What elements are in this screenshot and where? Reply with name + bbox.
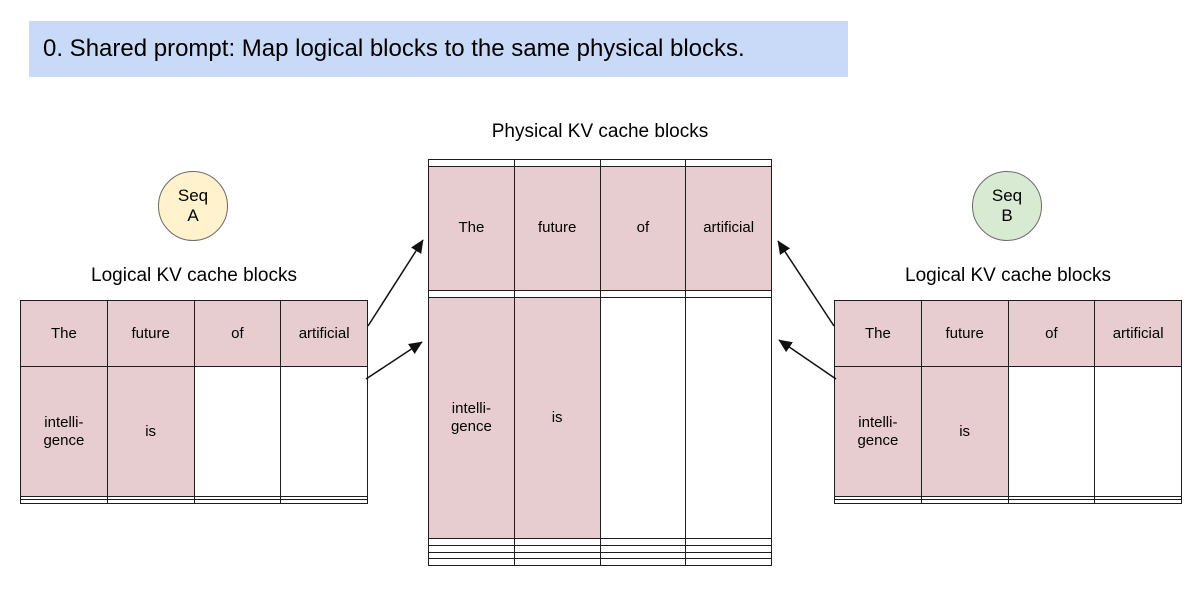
- logical-b-cell-r1-c1: is: [920, 366, 1009, 497]
- logical-b-cell-r1-c0: intelli- gence: [834, 366, 922, 497]
- physical-cell-r0-c0: [428, 159, 515, 167]
- logical-a-cell-r0-c3: artificial: [280, 299, 368, 368]
- physical-cell-r0-c3: [685, 159, 772, 167]
- physical-cell-r7-c2: [599, 558, 687, 566]
- logical-a-cell-r3-c1: [106, 499, 195, 504]
- physical-cell-r2-c3: [685, 289, 772, 298]
- logical-a-cell-r3-c0: [20, 499, 108, 504]
- physical-cell-r6-c0: [428, 551, 515, 560]
- physical-cell-r3-c0: intelli- gence: [428, 296, 515, 540]
- logical-a-cell-r0-c1: future: [106, 299, 195, 368]
- physical-cell-r0-c1: [513, 159, 601, 167]
- physical-cell-r6-c1: [513, 551, 601, 560]
- physical-cell-r6-c2: [599, 551, 687, 560]
- physical-cell-r4-c1: [513, 538, 601, 546]
- physical-cell-r5-c0: [428, 545, 515, 553]
- physical-table-title: Physical KV cache blocks: [491, 121, 709, 142]
- physical-cell-r2-c1: [513, 289, 601, 298]
- logical-a-cell-r3-c2: [193, 499, 282, 504]
- logical-a-cell-r0-c2: of: [193, 299, 282, 368]
- physical-cell-r3-c2: [599, 296, 687, 540]
- physical-cell-r4-c0: [428, 538, 515, 546]
- seq-b-label-line2: B: [1001, 206, 1013, 225]
- logical-b-cell-r1-c2: [1007, 366, 1096, 497]
- physical-cell-r5-c1: [513, 545, 601, 553]
- seq-b-label-line1: Seq: [991, 185, 1023, 205]
- title-banner: 0. Shared prompt: Map logical blocks to …: [29, 21, 848, 77]
- logical-b-cell-r1-c3: [1094, 366, 1182, 497]
- physical-cell-r4-c2: [599, 538, 687, 546]
- logical-b-cell-r3-c2: [1007, 499, 1096, 504]
- physical-cell-r5-c2: [599, 545, 687, 553]
- logical-b-cell-r3-c1: [920, 499, 1009, 504]
- logical-a-cell-r0-c0: The: [20, 299, 108, 368]
- arrow-seqa-block1-to-physical: [365, 341, 423, 380]
- logical-a-cell-r1-c2: [193, 366, 282, 497]
- arrow-seqb-block1-to-physical: [778, 339, 837, 380]
- logical-a-cell-r1-c3: [280, 366, 368, 497]
- logical-b-cell-r0-c3: artificial: [1094, 299, 1182, 368]
- physical-cell-r0-c2: [599, 159, 687, 167]
- logical-b-cell-r3-c0: [834, 499, 922, 504]
- physical-cell-r7-c0: [428, 558, 515, 566]
- logical-b-cell-r0-c0: The: [834, 299, 922, 368]
- physical-cell-r7-c1: [513, 558, 601, 566]
- logical-b-cell-r3-c3: [1094, 499, 1182, 504]
- seq-a-label-line2: A: [187, 206, 199, 225]
- logical-a-cell-r1-c0: intelli- gence: [20, 366, 108, 497]
- physical-cell-r1-c1: future: [513, 165, 601, 291]
- logical-b-cell-r0-c1: future: [920, 299, 1009, 368]
- physical-cell-r6-c3: [685, 551, 772, 560]
- logical-b-cell-r0-c2: of: [1007, 299, 1096, 368]
- seq-b-badge: Seq B: [972, 171, 1042, 241]
- physical-cell-r3-c1: is: [513, 296, 601, 540]
- seq-a-label-line1: Seq: [177, 185, 209, 205]
- physical-cell-r7-c3: [685, 558, 772, 566]
- physical-cell-r1-c2: of: [599, 165, 687, 291]
- physical-cell-r4-c3: [685, 538, 772, 546]
- physical-cell-r5-c3: [685, 545, 772, 553]
- logical-b-table-title: Logical KV cache blocks: [905, 265, 1111, 286]
- arrow-seqb-block0-to-physical: [777, 240, 835, 327]
- physical-cell-r1-c0: The: [428, 165, 515, 291]
- physical-cell-r1-c3: artificial: [685, 165, 772, 291]
- logical-a-table-title: Logical KV cache blocks: [91, 265, 297, 286]
- physical-cell-r3-c3: [685, 296, 772, 540]
- seq-a-badge: Seq A: [158, 171, 228, 241]
- logical-a-cell-r1-c1: is: [106, 366, 195, 497]
- physical-cell-r2-c0: [428, 289, 515, 298]
- physical-cell-r2-c2: [599, 289, 687, 298]
- arrow-seqa-block0-to-physical: [367, 239, 424, 327]
- logical-a-cell-r3-c3: [280, 499, 368, 504]
